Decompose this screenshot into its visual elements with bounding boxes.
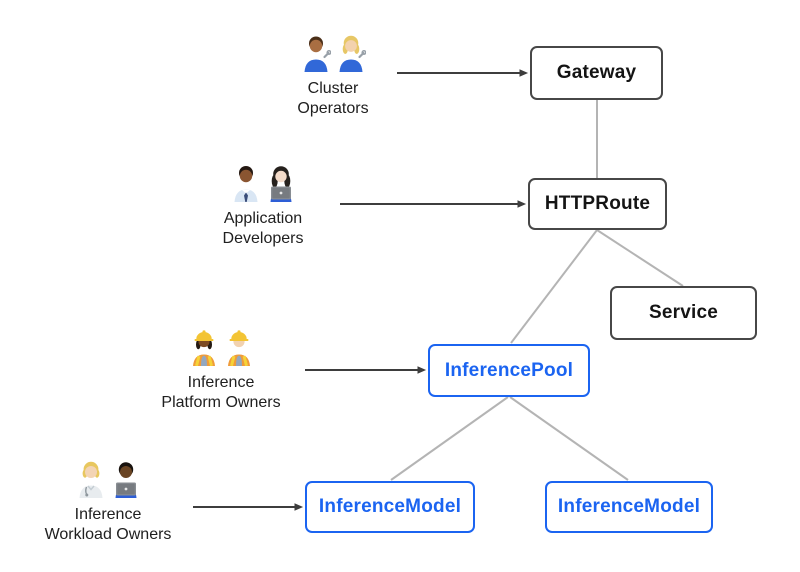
inference-platform-owners-emoji [189,328,254,366]
node-inference-model-left-label: InferenceModel [318,496,462,517]
node-gateway: Gateway [530,46,663,100]
office-man-icon [234,166,257,202]
node-inference-model-right: InferenceModel [545,481,713,533]
application-developers-label: Application Developers [222,210,304,247]
node-inference-pool-label: InferencePool [444,359,574,381]
woman-technologist-icon [270,166,291,202]
node-service-label: Service [648,302,718,323]
node-inference-pool: InferencePool [428,344,590,397]
node-gateway-label: Gateway [556,62,637,83]
man-technologist-icon [115,462,136,498]
node-inference-model-left: InferenceModel [305,481,475,533]
persona-application-developers: Application Developers [178,164,348,249]
application-developers-emoji [231,164,296,202]
woman-construction-worker-icon [192,330,215,366]
node-service: Service [610,286,757,340]
node-inference-model-right-label: InferenceModel [557,496,701,517]
inference-workload-owners-emoji [76,460,141,498]
node-httproute: HTTPRoute [528,178,667,230]
edge-inferencepool-inferencemodel-right [509,396,629,481]
edge-httproute-inferencepool [510,229,598,344]
man-mechanic-icon [304,36,331,72]
edge-httproute-service [596,229,684,287]
inference-platform-owners-label: Inference Platform Owners [161,374,281,411]
inference-workload-owners-label: Inference Workload Owners [44,506,172,543]
node-httproute-label: HTTPRoute [544,193,651,214]
cluster-operators-emoji [301,34,366,72]
cluster-operators-label: Cluster Operators [297,80,369,117]
woman-mechanic-icon [339,35,366,72]
persona-inference-workload-owners: Inference Workload Owners [23,460,193,545]
persona-cluster-operators: Cluster Operators [248,34,418,119]
edge-inferencepool-inferencemodel-left [390,396,509,481]
persona-inference-platform-owners: Inference Platform Owners [136,328,306,413]
man-construction-worker-icon [227,330,250,366]
health-worker-icon [79,461,102,498]
